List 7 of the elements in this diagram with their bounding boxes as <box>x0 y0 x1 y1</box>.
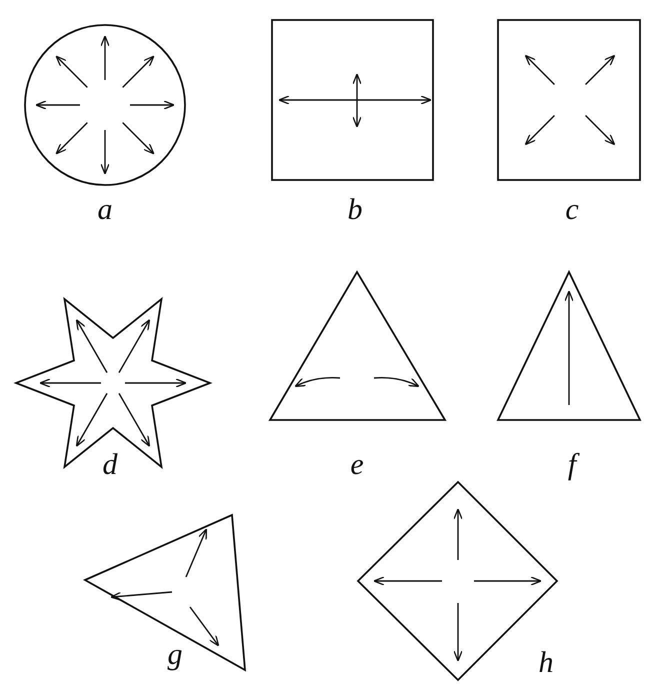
figure-letter: g <box>168 640 182 670</box>
figure-letter: b <box>348 195 362 225</box>
figure-letter: a <box>98 195 112 225</box>
figure-letter: d <box>102 450 118 480</box>
figure-letter: c <box>565 195 579 225</box>
figure-letter: h <box>538 648 554 678</box>
figure-letter: e <box>350 450 364 480</box>
